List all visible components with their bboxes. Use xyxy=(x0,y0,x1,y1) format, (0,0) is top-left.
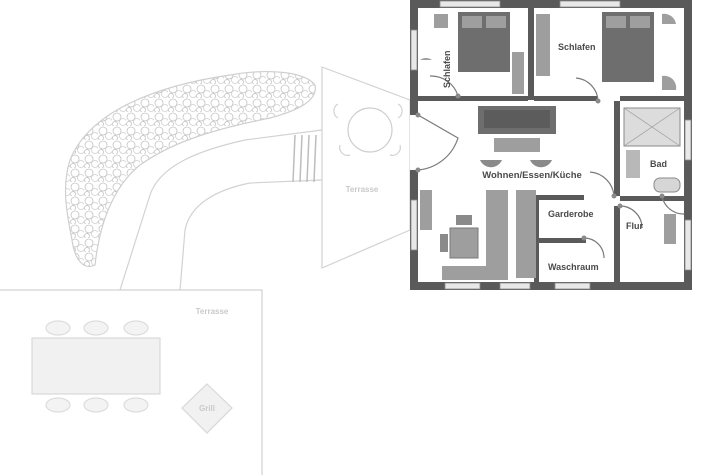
room-label-bad: Bad xyxy=(650,159,667,169)
garden-path xyxy=(119,129,323,291)
chair xyxy=(389,144,401,156)
terrace-upper xyxy=(321,66,411,269)
chair-right-room-1 xyxy=(662,13,676,24)
chair xyxy=(397,103,403,119)
nightstand-left xyxy=(434,14,448,28)
sofa-cushions xyxy=(484,110,550,128)
counter-3 xyxy=(442,266,486,280)
terrace-label-lower: Terrasse xyxy=(196,307,229,316)
hinges xyxy=(415,93,665,241)
room-label-schlafen-left: Schlafen xyxy=(442,50,452,88)
garden-chairs xyxy=(45,320,149,413)
wardrobe-right xyxy=(536,14,550,76)
coffee-table xyxy=(494,138,540,152)
outdoor-area xyxy=(0,66,411,475)
doors xyxy=(417,75,685,259)
dining-table xyxy=(449,227,479,259)
terrace-lower xyxy=(0,289,263,475)
room-label-flur: Flur xyxy=(626,221,643,231)
windows xyxy=(410,0,692,290)
chair xyxy=(333,103,339,119)
grill xyxy=(181,383,233,434)
chair xyxy=(339,144,351,156)
dining-chair xyxy=(440,234,448,252)
flur-cabinet xyxy=(664,214,676,244)
counter-2 xyxy=(516,190,536,278)
armchair-2 xyxy=(530,160,552,168)
grill-label: Grill xyxy=(199,404,215,413)
garden-path-inner xyxy=(179,179,323,291)
wardrobe-left xyxy=(512,52,524,94)
garden-table xyxy=(31,337,161,395)
hedge xyxy=(64,71,316,267)
room-label-waschraum: Waschraum xyxy=(548,262,599,272)
bed-right xyxy=(602,12,654,82)
cabinet-left xyxy=(420,190,432,230)
room-label-schlafen-right: Schlafen xyxy=(558,42,596,52)
interior-walls xyxy=(418,8,684,285)
building xyxy=(410,0,692,290)
chair-left-room xyxy=(420,57,432,60)
steps xyxy=(292,134,317,183)
room-label-garderobe: Garderobe xyxy=(548,209,594,219)
sink xyxy=(626,150,640,178)
dining-chair xyxy=(456,215,472,225)
chair-right-room-2 xyxy=(662,75,677,90)
round-table xyxy=(347,107,393,153)
bed-left xyxy=(458,12,510,72)
counter-1 xyxy=(486,190,508,280)
toilet xyxy=(653,177,681,193)
room-label-wohnen: Wohnen/Essen/Küche xyxy=(482,170,582,181)
terrace-label-upper: Terrasse xyxy=(346,185,379,194)
armchair-1 xyxy=(480,160,502,168)
